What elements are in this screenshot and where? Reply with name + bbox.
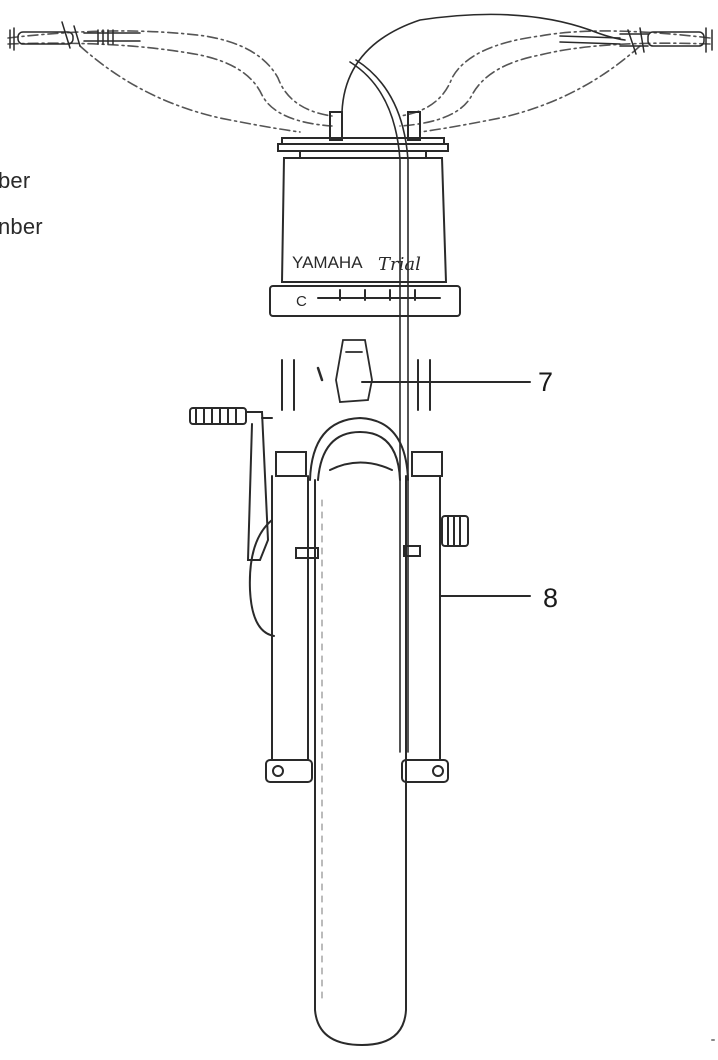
callout-8-number: 8 (543, 583, 559, 613)
control-cables (341, 13, 626, 753)
cut-off-label-1: ber (0, 168, 31, 193)
tank-brand-text: YAMAHA (292, 253, 363, 272)
footpeg (441, 515, 469, 547)
kick-start-pedal (189, 407, 273, 561)
engine-cover (248, 519, 275, 637)
panel-letter: C (296, 293, 307, 310)
handlebar (7, 30, 711, 133)
left-grip (9, 21, 141, 51)
cut-off-label-2: nber (0, 214, 43, 239)
right-grip (559, 27, 713, 55)
tank-model-text: Trial (378, 254, 421, 275)
headlight-mount (316, 339, 531, 403)
callout-7-number: 7 (538, 367, 554, 397)
left-fork-leg (265, 359, 319, 783)
frame-cross-member (269, 285, 461, 317)
top-yoke (277, 111, 449, 159)
fuel-tank (280, 157, 448, 283)
right-fork-leg (401, 359, 531, 783)
front-fender (309, 416, 409, 481)
front-tire (314, 461, 407, 1047)
